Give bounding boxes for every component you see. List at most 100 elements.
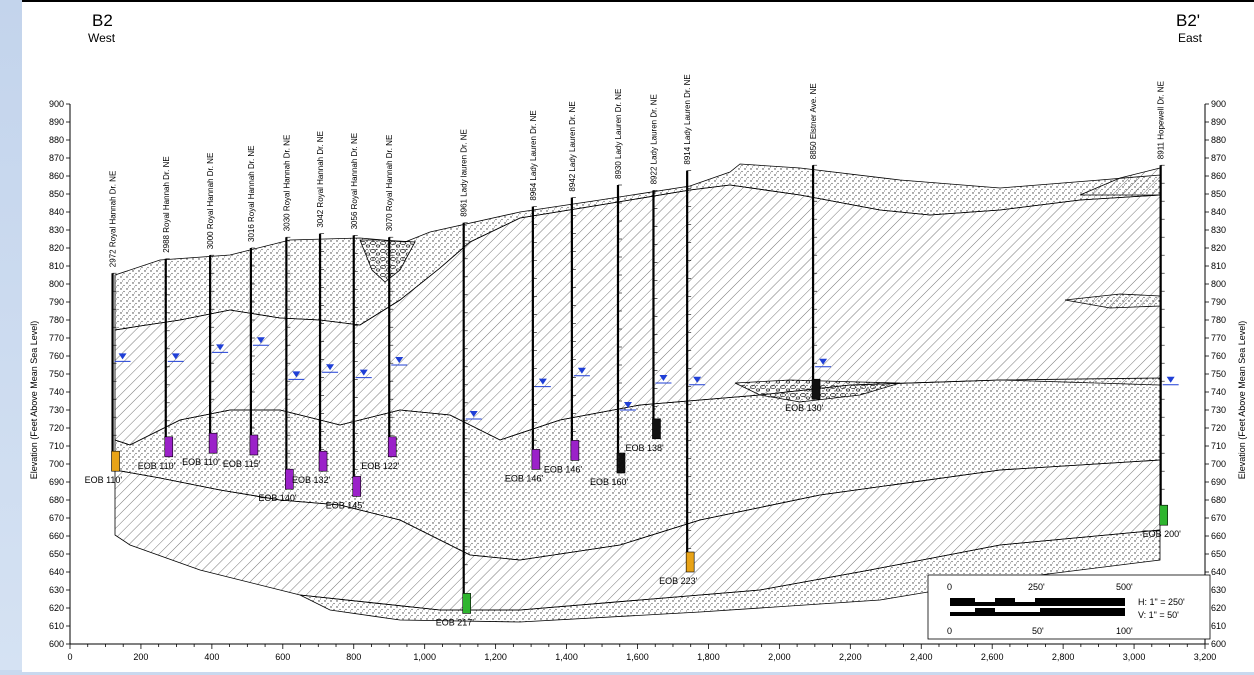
eob-label: EOB 138' [625, 443, 664, 453]
x-tick-label: 2,600 [981, 652, 1004, 662]
x-tick-label: 600 [275, 652, 290, 662]
eob-marker [352, 476, 362, 497]
y-tick-label: 770 [49, 333, 64, 343]
y-tick-label: 790 [1211, 297, 1226, 307]
right-direction-label: East [1178, 31, 1203, 45]
y-tick-label: 850 [49, 189, 64, 199]
y-tick-label: 720 [1211, 423, 1226, 433]
water-level-icon [359, 369, 368, 376]
y-tick-label: 790 [49, 297, 64, 307]
y-tick-label: 600 [1211, 639, 1226, 649]
eob-label: EOB 223' [659, 576, 698, 586]
eob-marker [570, 440, 580, 461]
y-tick-label: 820 [1211, 243, 1226, 253]
water-level-icon [395, 357, 404, 363]
x-tick-label: 1,000 [413, 652, 436, 662]
eob-marker [318, 450, 328, 472]
y-tick-label: 700 [1211, 459, 1226, 469]
eob-label: EOB 115' [223, 459, 261, 469]
y-tick-label: 830 [49, 225, 64, 235]
y-tick-label: 810 [49, 261, 64, 271]
x-tick-label: 200 [133, 652, 148, 662]
scale-h-tick-2: 500' [1116, 582, 1133, 592]
water-level-icon [216, 344, 225, 351]
water-level-icon [326, 364, 335, 371]
y-tick-label: 600 [49, 639, 64, 649]
y-tick-label: 730 [1211, 405, 1226, 415]
boring-address: 8914 Lady Lauren Dr. NE [683, 74, 692, 164]
y-tick-label: 690 [49, 477, 64, 487]
scale-segment [975, 598, 995, 602]
y-tick-label: 660 [49, 531, 64, 541]
y-tick-label: 720 [49, 423, 64, 433]
y-tick-label: 810 [1211, 261, 1226, 271]
eob-label: EOB 146' [544, 464, 583, 474]
y-axis-left: 6006106206306406506606706806907007107207… [49, 99, 71, 649]
y-tick-label: 820 [49, 243, 64, 253]
cross-section-sheet: B2 West B2' East Elevation (Feet Above M… [22, 0, 1254, 672]
boring-13: 8914 Lady Lauren Dr. NE EOB 223' [659, 74, 706, 586]
x-tick-label: 1,400 [555, 652, 578, 662]
eob-label: EOB 145' [326, 500, 365, 510]
boring-address: 3016 Royal Hannah Dr. NE [247, 146, 256, 243]
eob-label: EOB 217' [436, 617, 475, 627]
scale-h-label: H: 1" = 250' [1138, 597, 1185, 607]
scale-v-tick-2: 100' [1116, 626, 1133, 636]
water-level-icon [292, 371, 301, 378]
y-tick-label: 840 [49, 207, 64, 217]
y-tick-label: 670 [1211, 513, 1226, 523]
eob-marker [164, 436, 174, 458]
left-direction-label: West [88, 31, 116, 45]
water-level-icon [623, 402, 632, 408]
eob-label: EOB 110' [138, 461, 176, 471]
y-tick-label: 630 [49, 585, 64, 595]
boring-12: 8922 Lady Lauren Dr. NE EOB 138' [625, 94, 672, 453]
x-tick-label: 3,200 [1194, 652, 1217, 662]
y-tick-label: 640 [49, 567, 64, 577]
water-level-icon [819, 358, 828, 365]
eob-marker [285, 468, 294, 490]
y-tick-label: 620 [1211, 603, 1226, 613]
boring-address: 2988 Royal Hannah Dr. NE [162, 156, 171, 253]
eob-label: EOB 110' [182, 457, 220, 467]
y-tick-label: 740 [1211, 387, 1226, 397]
eob-label: EOB 200' [1143, 529, 1182, 539]
y-tick-label: 840 [1211, 207, 1226, 217]
boring-address: 8922 Lady Lauren Dr. NE [649, 94, 658, 184]
water-level-icon [171, 353, 180, 360]
y-tick-label: 740 [49, 387, 64, 397]
y-tick-label: 890 [1211, 117, 1226, 127]
eob-marker [208, 432, 218, 454]
y-tick-label: 690 [1211, 477, 1226, 487]
y-tick-label: 870 [49, 153, 64, 163]
scale-segment [1015, 598, 1035, 602]
eob-marker [249, 434, 259, 456]
right-section-label: B2' [1176, 11, 1200, 30]
eob-marker [111, 450, 120, 472]
scale-segment [995, 608, 1040, 612]
x-tick-label: 2,400 [910, 652, 933, 662]
left-margin-stripe [0, 0, 22, 670]
y-tick-label: 870 [1211, 153, 1226, 163]
x-tick-label: 1,600 [626, 652, 649, 662]
water-level-icon [659, 375, 668, 381]
x-tick-label: 0 [67, 652, 72, 662]
y-tick-label: 860 [49, 171, 64, 181]
scale-bar-horizontal-ruler [950, 598, 1125, 606]
y-tick-label: 650 [1211, 549, 1226, 559]
scale-v-tick-1: 50' [1032, 626, 1044, 636]
x-tick-label: 1,200 [484, 652, 507, 662]
eob-marker [462, 593, 472, 614]
y-axis-title-left: Elevation (Feet Above Mean Sea Level) [29, 321, 39, 480]
